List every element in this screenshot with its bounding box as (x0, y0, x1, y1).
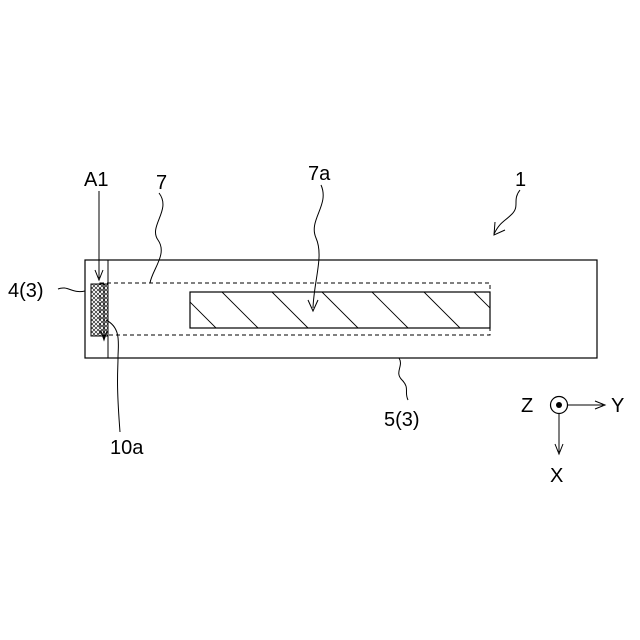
label-part-5: 5(3) (384, 409, 420, 431)
label-part-10a: 10a (110, 437, 144, 459)
leader-5 (399, 358, 408, 400)
leader-7 (150, 193, 163, 283)
label-device: 1 (515, 169, 526, 191)
coordinate-axes: Z Y X (521, 395, 624, 487)
axis-label-x: X (550, 465, 563, 487)
leader-1 (494, 190, 520, 234)
label-part-4: 4(3) (8, 280, 44, 302)
axis-label-z: Z (521, 395, 533, 417)
label-member-7: 7 (156, 172, 167, 194)
label-region-7a: 7a (308, 163, 331, 185)
region-7a-hatching (180, 292, 510, 328)
leader-4 (58, 288, 85, 292)
z-axis-dot-icon (556, 402, 562, 408)
axis-label-y: Y (611, 395, 624, 417)
leader-1-head (494, 222, 505, 235)
member-7-outline (100, 283, 490, 335)
element-10a (91, 284, 108, 336)
label-arrow-a1: A1 (84, 169, 108, 191)
leader-7a (313, 185, 323, 308)
outer-board (85, 260, 597, 358)
